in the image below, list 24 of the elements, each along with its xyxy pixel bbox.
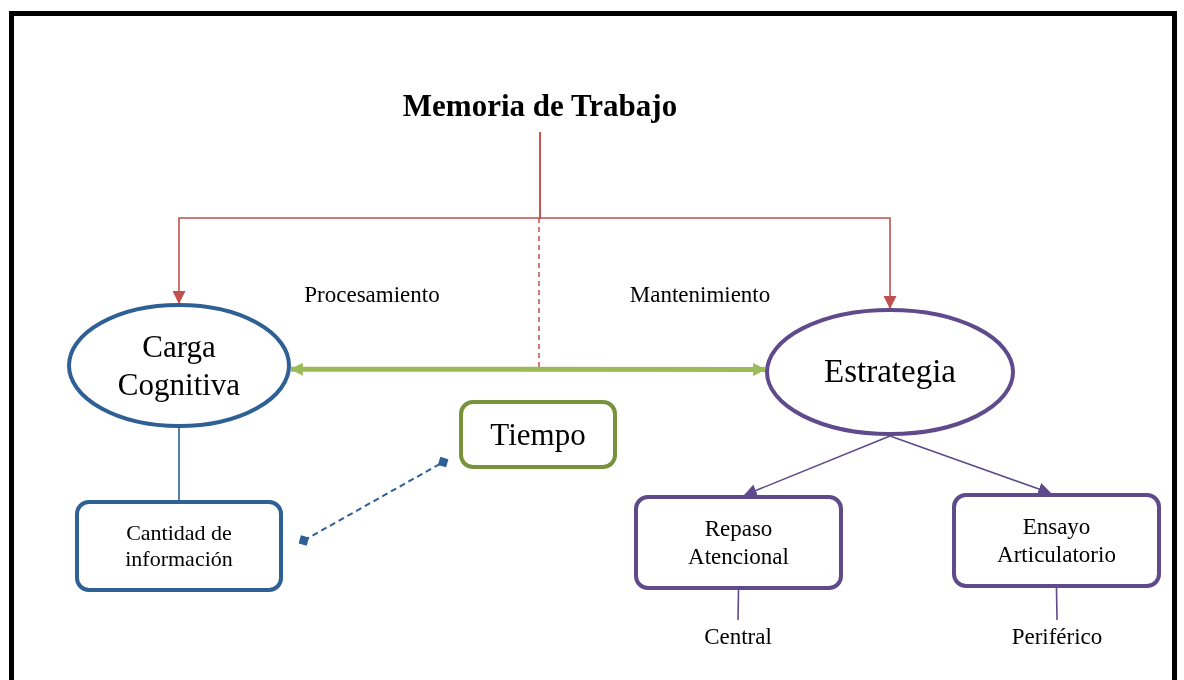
concept-ellipse xyxy=(67,303,291,428)
text-label: Mantenimiento xyxy=(629,282,771,308)
concept-box xyxy=(952,493,1161,588)
connector-line xyxy=(178,427,180,501)
node-text: Repaso Atencional xyxy=(687,514,790,571)
concept-box xyxy=(634,495,843,590)
text-label: Central xyxy=(681,620,795,654)
node-text: Tiempo xyxy=(489,415,587,454)
connector-line xyxy=(737,589,740,621)
title-text: Memoria de Trabajo xyxy=(340,80,740,132)
node-text: Carga Cognitiva xyxy=(116,328,242,403)
arrow xyxy=(289,362,767,376)
arrow xyxy=(889,435,1052,496)
connector-line xyxy=(1055,587,1058,621)
node-text: Ensayo Articulatorio xyxy=(996,512,1117,569)
node-text: Cantidad de información xyxy=(124,519,234,573)
concept-box xyxy=(459,400,617,469)
concept-box xyxy=(75,500,283,592)
text-label: Procesamiento xyxy=(304,282,440,308)
arrow xyxy=(539,131,897,310)
node-text: Estrategia xyxy=(823,352,957,392)
text-label: Periférico xyxy=(994,620,1120,654)
concept-ellipse xyxy=(765,308,1015,436)
arrow xyxy=(743,435,891,497)
